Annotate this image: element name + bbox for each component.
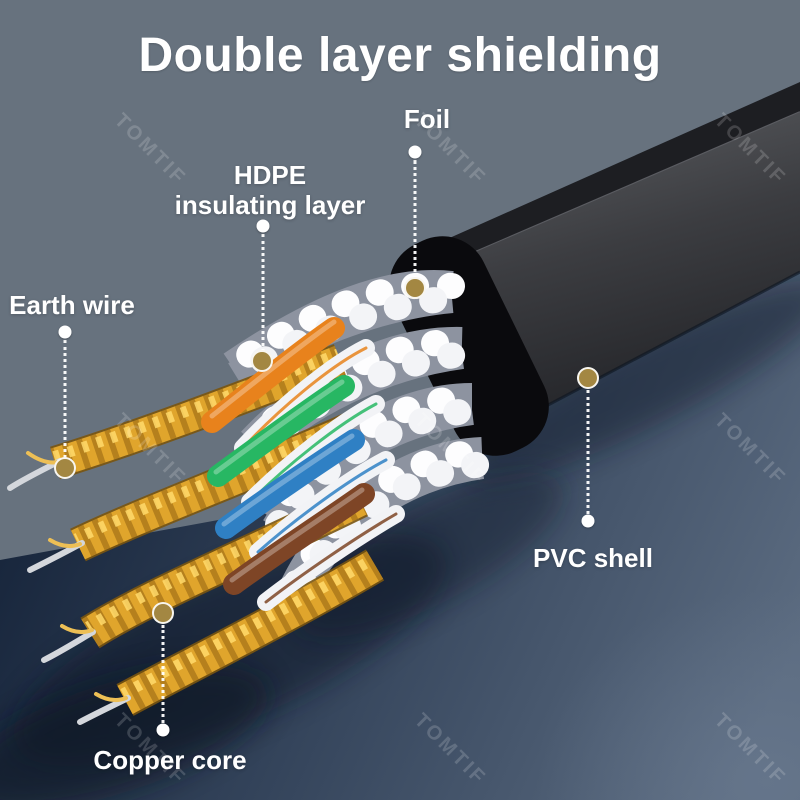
callout-earth-wire-leader-line — [63, 340, 67, 458]
callout-copper-core-label: Copper core — [93, 745, 247, 775]
page-title: Double layer shielding — [138, 29, 662, 82]
copper-rope — [7, 344, 347, 491]
callout-foil-leader-line — [413, 160, 417, 280]
callout-earth-wire-target-dot — [54, 457, 76, 479]
callout-pvc-shell-origin-dot — [581, 514, 595, 528]
twisted-pair-blue — [215, 429, 395, 561]
callout-hdpe-label: HDPE insulating layer — [174, 160, 366, 221]
callout-foil-target-dot — [404, 277, 426, 299]
callout-pvc-shell-leader-line — [586, 390, 590, 514]
callout-earth-wire-label: Earth wire — [9, 290, 135, 320]
insulated-pairs — [201, 317, 405, 611]
cable-jacket — [389, 82, 800, 456]
callout-pvc-shell-label: PVC shell — [533, 543, 653, 573]
earth-wire-strand — [41, 629, 96, 663]
callout-hdpe-leader-line — [261, 234, 265, 352]
copper-rope — [77, 549, 385, 725]
callout-hdpe-origin-dot — [256, 219, 270, 233]
callout-copper-core-leader-line — [161, 625, 165, 723]
callout-hdpe-target-dot — [251, 350, 273, 372]
twisted-pair-brown — [223, 483, 405, 611]
jacket-front-face — [452, 112, 800, 432]
callout-foil-origin-dot — [408, 145, 422, 159]
callout-copper-core-origin-dot — [156, 723, 170, 737]
jacket-top-surface — [445, 82, 800, 262]
callout-copper-core-target-dot — [152, 602, 174, 624]
callout-earth-wire-origin-dot — [58, 325, 72, 339]
callout-foil-label: Foil — [403, 104, 451, 134]
callout-pvc-shell-target-dot — [577, 367, 599, 389]
